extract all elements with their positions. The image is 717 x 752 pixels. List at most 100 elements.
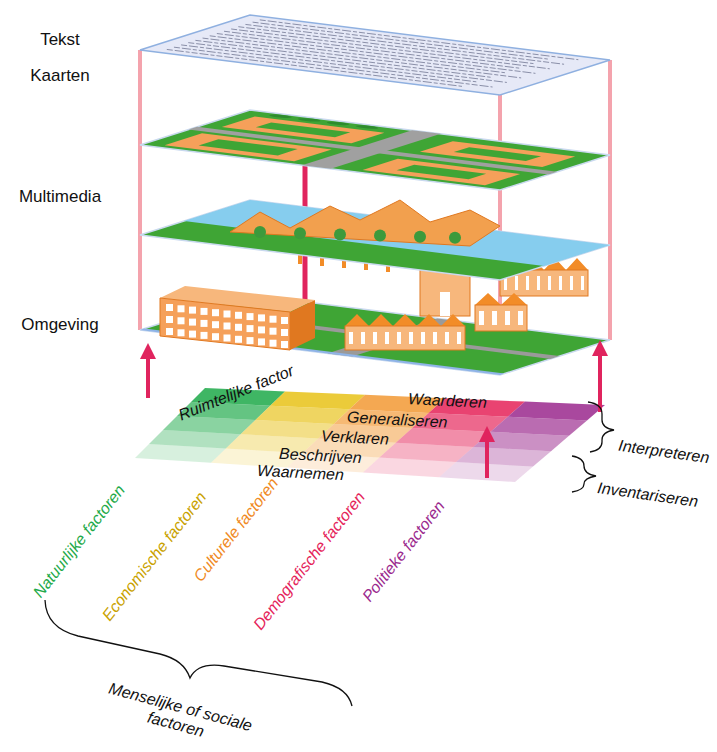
window — [258, 314, 265, 321]
axis-label: Verklaren — [321, 427, 390, 449]
layer-label: Tekst — [40, 30, 80, 50]
arrow — [146, 351, 150, 398]
plane-surface — [140, 110, 610, 190]
brace — [45, 600, 352, 706]
pillar — [138, 50, 142, 330]
text-line — [203, 38, 522, 78]
window — [247, 337, 254, 344]
map-courtyard — [199, 139, 298, 155]
photo-tree — [334, 228, 346, 240]
window — [201, 320, 208, 327]
window — [247, 313, 254, 320]
window — [281, 317, 288, 324]
photo-tree — [254, 226, 266, 238]
window — [281, 341, 288, 348]
window — [166, 328, 173, 335]
window — [166, 304, 173, 311]
window — [270, 340, 277, 347]
window — [270, 316, 277, 323]
layer-label: Kaarten — [30, 66, 90, 86]
factor-label: Culturele factoren — [190, 474, 282, 585]
arrow — [598, 348, 602, 412]
axis-label: Ruimtelijke factor — [176, 361, 297, 424]
axis-label: Interpreteren — [617, 437, 710, 468]
window — [526, 276, 529, 290]
window — [212, 309, 219, 316]
window — [373, 332, 377, 344]
plane-surface — [140, 295, 610, 375]
photo-tree — [449, 232, 461, 244]
text-line — [188, 43, 507, 83]
window — [235, 324, 242, 331]
house-row — [475, 305, 527, 331]
window — [537, 276, 540, 290]
window — [515, 276, 518, 290]
factor-label: Politieke factoren — [359, 497, 449, 605]
window — [457, 332, 461, 344]
map-block — [420, 141, 575, 167]
window — [445, 332, 449, 344]
window — [178, 317, 185, 324]
window — [224, 311, 231, 318]
plane-surface — [140, 200, 610, 280]
plane-surface — [140, 15, 610, 95]
map-tree — [353, 125, 381, 130]
text-line — [217, 34, 536, 74]
pillar — [608, 60, 612, 340]
grid-cell — [270, 391, 365, 409]
window — [548, 276, 551, 290]
sky — [184, 200, 610, 266]
text-line — [174, 47, 493, 87]
text-line — [245, 24, 564, 64]
axis-label: Generaliseren — [346, 408, 447, 432]
window — [224, 323, 231, 330]
map-tree — [266, 114, 294, 119]
factor-label: Demografische factoren — [250, 488, 369, 633]
axis-label: Inventariseren — [597, 479, 700, 511]
layer-label: Omgeving — [21, 315, 98, 335]
axis-label: Menselijke of sociale factoren — [101, 679, 255, 752]
window — [433, 332, 437, 344]
environment-plane — [140, 295, 610, 375]
window — [201, 332, 208, 339]
window — [518, 311, 523, 325]
window — [270, 328, 277, 335]
map-tree — [295, 117, 323, 122]
text-plane — [140, 15, 610, 95]
axis-label: Waarderen — [407, 390, 487, 412]
window — [258, 326, 265, 333]
photo-tree — [374, 230, 386, 242]
window — [178, 329, 185, 336]
window — [166, 316, 173, 323]
window — [581, 276, 584, 290]
window — [201, 308, 208, 315]
window — [224, 335, 231, 342]
map-courtyard — [454, 147, 541, 161]
arrow — [485, 434, 489, 478]
window — [212, 321, 219, 328]
text-line — [253, 22, 548, 59]
photo-buildings — [230, 200, 500, 246]
map-courtyard — [397, 165, 487, 180]
brace — [588, 402, 614, 452]
window — [570, 276, 573, 290]
window — [361, 332, 365, 344]
text-line — [238, 27, 533, 64]
map-block — [363, 159, 521, 186]
church-door — [440, 292, 450, 316]
map-plane — [140, 110, 610, 190]
text-line — [260, 20, 579, 60]
house-row — [345, 326, 465, 350]
map-tree — [324, 121, 352, 126]
window — [247, 325, 254, 332]
window — [349, 332, 353, 344]
window — [505, 311, 510, 325]
layer-label: Multimedia — [19, 187, 101, 207]
window — [479, 311, 484, 325]
window — [559, 276, 562, 290]
photo-tree — [414, 231, 426, 243]
window — [409, 332, 413, 344]
window — [178, 305, 185, 312]
